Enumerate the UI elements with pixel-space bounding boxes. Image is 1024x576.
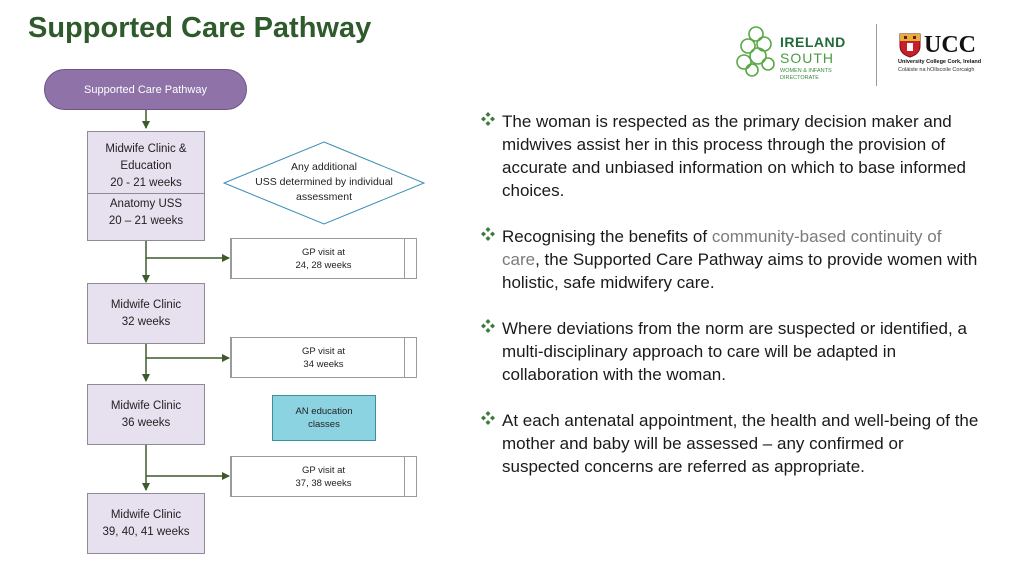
gp3-line1: GP visit at bbox=[301, 464, 346, 476]
ucc-logo: UCC University College Cork, Ireland Col… bbox=[896, 32, 986, 76]
gp1-line1: GP visit at bbox=[301, 246, 346, 258]
midwife3-line1: Midwife Clinic bbox=[110, 399, 182, 412]
an-education-classes-node: AN education classes bbox=[272, 395, 376, 441]
gp3-left-bar bbox=[231, 457, 243, 496]
an-line1: AN education bbox=[295, 406, 353, 417]
ucc-subtitle-1: University College Cork, Ireland bbox=[898, 59, 982, 65]
gp2-left-bar bbox=[231, 338, 243, 377]
bullet-1-text: The woman is respected as the primary de… bbox=[502, 112, 967, 200]
midwife-clinic-education-node: Midwife Clinic & Education 20 - 21 weeks… bbox=[87, 131, 205, 241]
ireland-south-name-1: IRELAND bbox=[780, 34, 846, 50]
anatomy-uss-section: Anatomy USS 20 – 21 weeks bbox=[88, 193, 204, 230]
bullet-4-text: At each antenatal appointment, the healt… bbox=[502, 411, 979, 476]
ucc-crest-icon bbox=[899, 33, 921, 58]
ireland-south-sub-1: WOMEN & INFANTS bbox=[780, 68, 832, 74]
four-diamond-bullet-icon bbox=[481, 112, 495, 126]
gp-visit-37-38-node: GP visit at 37, 38 weeks bbox=[230, 456, 417, 497]
gp3-line2: 37, 38 weeks bbox=[295, 477, 352, 489]
midwife1-line3: 20 - 21 weeks bbox=[110, 177, 182, 189]
decision-line2: USS determined by individual bbox=[255, 176, 393, 188]
gp-visit-24-28-node: GP visit at 24, 28 weeks bbox=[230, 238, 417, 279]
ireland-south-logo: IRELAND SOUTH WOMEN & INFANTS DIRECTORAT… bbox=[734, 22, 864, 84]
midwife-clinic-36-node: Midwife Clinic 36 weeks bbox=[87, 384, 205, 445]
bullet-item-4: At each antenatal appointment, the healt… bbox=[480, 409, 980, 478]
flowchart-connectors bbox=[142, 110, 426, 491]
page-title: Supported Care Pathway bbox=[28, 12, 372, 44]
bullet-2-highlight: community-based continuity of care bbox=[502, 227, 942, 269]
bullet-item-3: Where deviations from the norm are suspe… bbox=[480, 317, 980, 386]
ireland-south-sub-2: DIRECTORATE bbox=[780, 75, 819, 81]
midwife-clinic-39-41-node: Midwife Clinic 39, 40, 41 weeks bbox=[87, 493, 205, 554]
gp1-left-bar bbox=[231, 239, 243, 278]
bullet-2-text-before: Recognising the benefits of bbox=[502, 227, 712, 246]
ireland-south-name-2: SOUTH bbox=[780, 50, 834, 66]
uss-decision-diamond bbox=[222, 141, 426, 225]
midwife2-line1: Midwife Clinic bbox=[110, 298, 182, 311]
uss-decision-text: Any additional USS determined by individ… bbox=[234, 160, 414, 205]
midwife1-line1: Midwife Clinic & bbox=[105, 143, 187, 155]
ucc-subtitle-2: Coláiste na hOllscoile Corcaigh bbox=[898, 67, 975, 73]
gp2-line1: GP visit at bbox=[301, 345, 346, 357]
midwife-clinic-32-node: Midwife Clinic 32 weeks bbox=[87, 283, 205, 344]
decision-line1: Any additional bbox=[291, 161, 357, 173]
four-diamond-bullet-icon bbox=[481, 411, 495, 425]
ucc-name: UCC bbox=[924, 32, 976, 58]
midwife2-line2: 32 weeks bbox=[121, 315, 171, 328]
anatomy-line1: Anatomy USS bbox=[109, 198, 183, 210]
anatomy-line2: 20 – 21 weeks bbox=[108, 215, 184, 227]
gp2-line2: 34 weeks bbox=[303, 358, 344, 370]
midwife1-line2: Education bbox=[120, 160, 172, 172]
midwife1-text: Midwife Clinic & Education 20 - 21 weeks bbox=[105, 132, 186, 192]
bullet-item-2: Recognising the benefits of community-ba… bbox=[480, 225, 980, 294]
gp-visit-34-node: GP visit at 34 weeks bbox=[230, 337, 417, 378]
decision-line3: assessment bbox=[295, 191, 353, 203]
bullet-3-text: Where deviations from the norm are suspe… bbox=[502, 319, 967, 384]
start-pathway-node: Supported Care Pathway bbox=[44, 69, 247, 110]
bullet-2-text-after: , the Supported Care Pathway aims to pro… bbox=[502, 250, 978, 292]
care-pathway-flowchart: Supported Care Pathway Midwife Clinic & … bbox=[0, 0, 460, 576]
four-diamond-bullet-icon bbox=[481, 227, 495, 241]
ireland-south-rings-icon bbox=[736, 26, 775, 77]
logo-divider bbox=[876, 24, 877, 86]
bullet-item-1: The woman is respected as the primary de… bbox=[480, 110, 980, 202]
gp1-line2: 24, 28 weeks bbox=[295, 259, 352, 271]
four-diamond-bullet-icon bbox=[481, 319, 495, 333]
midwife4-line2: 39, 40, 41 weeks bbox=[102, 525, 190, 538]
midwife3-line2: 36 weeks bbox=[121, 416, 171, 429]
gp1-right-bar bbox=[404, 239, 416, 278]
gp3-right-bar bbox=[404, 457, 416, 496]
an-line2: classes bbox=[308, 419, 340, 430]
bullet-list: The woman is respected as the primary de… bbox=[480, 110, 980, 501]
midwife4-line1: Midwife Clinic bbox=[110, 508, 182, 521]
gp2-right-bar bbox=[404, 338, 416, 377]
